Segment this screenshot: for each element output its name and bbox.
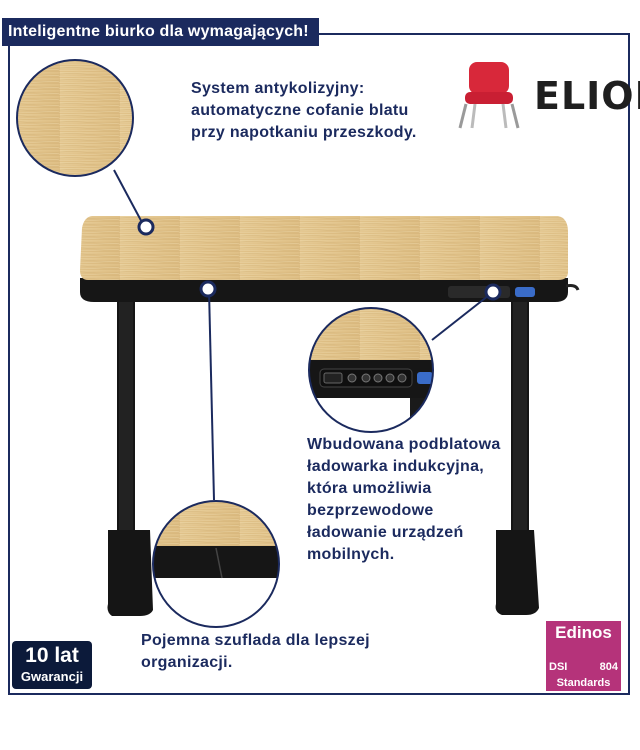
brand-logo-text: ELIOR	[534, 74, 640, 118]
zoom-drawer	[152, 500, 280, 628]
certificate-standards: Standards	[556, 677, 611, 689]
zoom-wood-texture	[16, 59, 134, 177]
callout-dots	[137, 218, 502, 301]
certificate-name: Edinos	[555, 623, 612, 642]
banner-title: Inteligentne biurko dla wymagających!	[2, 18, 319, 46]
content-frame	[8, 33, 630, 695]
desk-legs	[107, 300, 539, 616]
feature-drawer-text: Pojemna szuflada dla lepszej organizacji…	[141, 632, 370, 671]
feature-anticollision-text: System antykolizyjny: automatyczne cofan…	[191, 80, 417, 141]
certificate-code-left: DSI	[549, 661, 568, 673]
zoom-control-panel	[308, 307, 434, 433]
feature-charger-text: Wbudowana podblatowa ładowarka indukcyjn…	[307, 436, 501, 563]
warranty-badge: 10 lat Gwarancji	[12, 641, 92, 689]
desktop-top	[80, 216, 568, 280]
certificate-badge: Edinos DSI 804 Standards	[546, 621, 621, 691]
certificate-code-right: 804	[599, 661, 618, 673]
chair-logo-icon	[458, 62, 520, 129]
warranty-years: 10 lat	[25, 644, 79, 667]
warranty-label: Gwarancji	[20, 669, 84, 684]
